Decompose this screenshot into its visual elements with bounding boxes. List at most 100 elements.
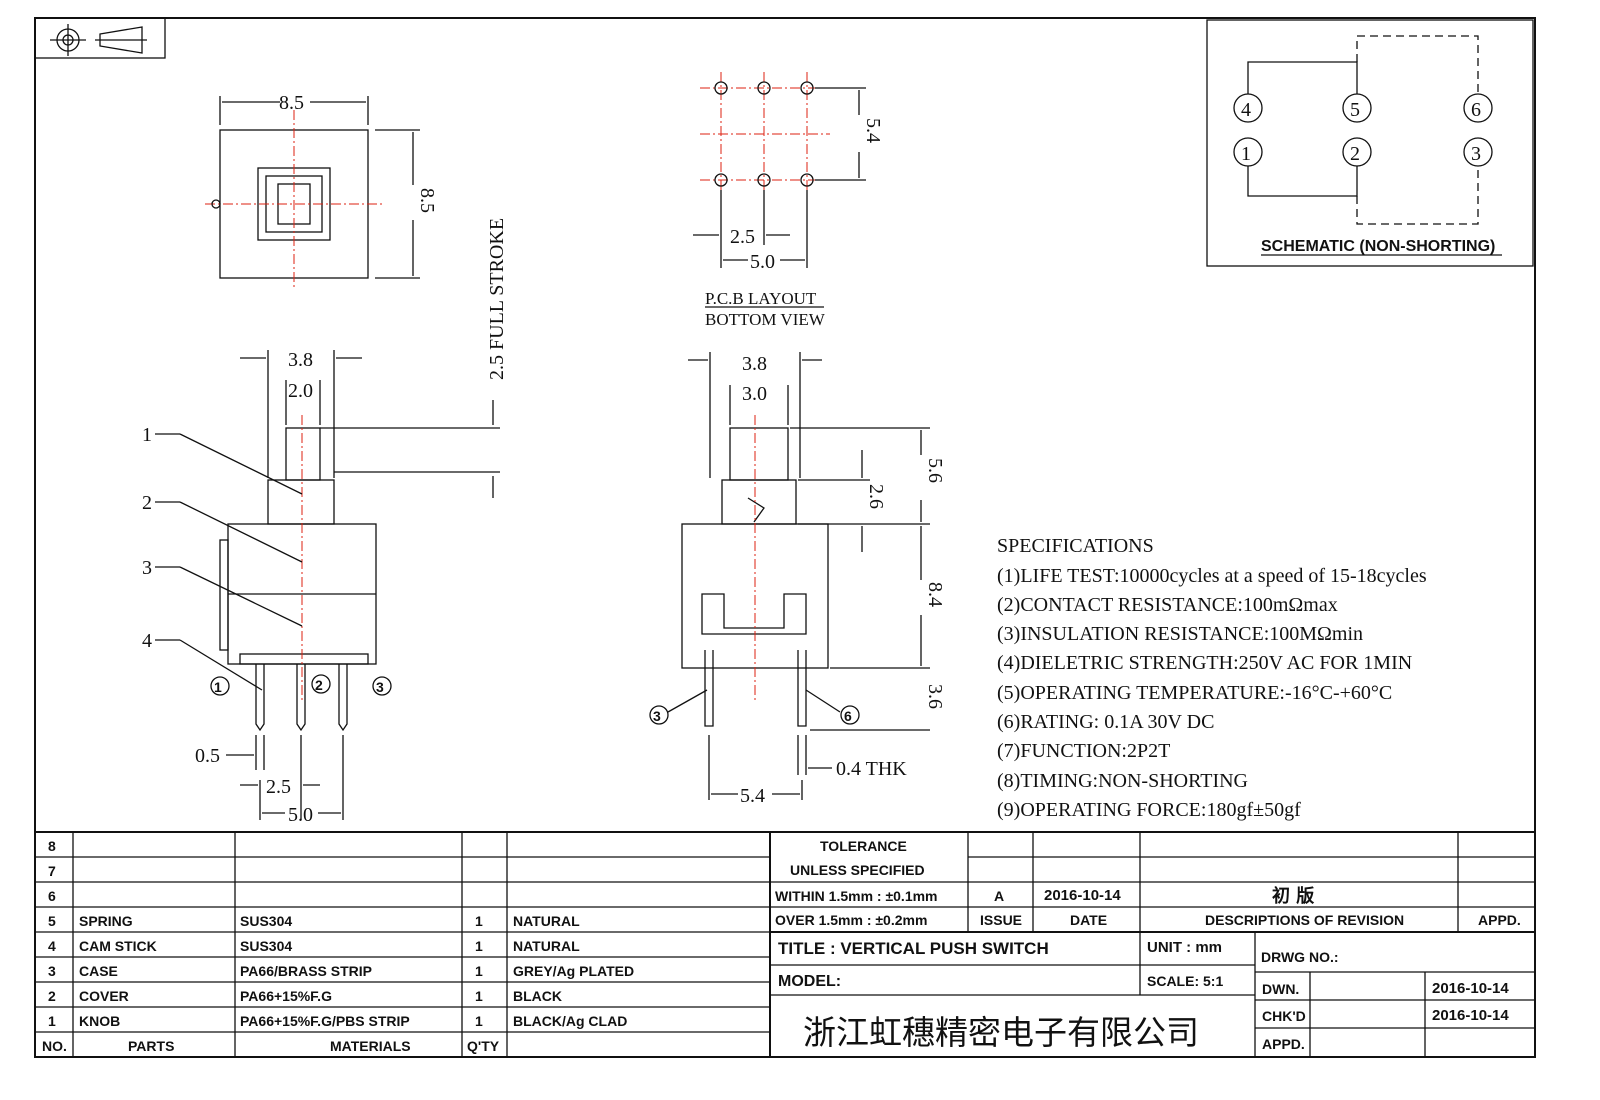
dim-front-0-4: 0.4 THK: [836, 758, 907, 780]
drawing-frame: [34, 17, 1536, 1058]
bom-header-part: PARTS: [128, 1038, 174, 1054]
issue-date: 2016-10-14: [1044, 887, 1121, 904]
top-view: 8.5 8.5: [205, 92, 438, 290]
spec-item: (4)DIELETRIC STRENGTH:250V AC FOR 1MIN: [997, 652, 1412, 674]
spec-item: (1)LIFE TEST:10000cycles at a speed of 1…: [997, 565, 1427, 587]
callout-3: 3: [142, 557, 152, 579]
pcb-layout: 5.4 2.5 5.0 P.C.B LAYOUT BOTTOM VIEW: [693, 72, 884, 329]
dim-front-5-6: 5.6: [924, 458, 946, 483]
scale: SCALE: 5:1: [1147, 973, 1223, 989]
bom-cell-no: 1: [48, 1013, 56, 1029]
chkd-label: CHK'D: [1262, 1008, 1306, 1024]
bom-cell-finish: NATURAL: [513, 938, 580, 954]
dim-pcb-2-5: 2.5: [730, 226, 755, 248]
spec-item: (2)CONTACT RESISTANCE:100mΩmax: [997, 594, 1338, 616]
bom-cell-no: 7: [48, 863, 56, 879]
unit: UNIT : mm: [1147, 939, 1222, 956]
pcb-label-2: BOTTOM VIEW: [705, 310, 826, 329]
dim-top-width: 8.5: [279, 92, 304, 114]
bom-header-no: NO.: [42, 1038, 67, 1054]
bom-cell-no: 4: [48, 938, 56, 954]
dim-pin-2-5: 2.5: [266, 776, 291, 798]
dim-pcb-5-4: 5.4: [862, 118, 884, 143]
spec-item: (7)FUNCTION:2P2T: [997, 740, 1170, 762]
bom-cell-no: 6: [48, 888, 56, 904]
dwn-date: 2016-10-14: [1432, 980, 1509, 997]
bom-cell-finish: GREY/Ag PLATED: [513, 963, 634, 979]
pin-label-2: 2: [315, 677, 323, 693]
bom-cell-material: PA66+15%F.G/PBS STRIP: [240, 1013, 410, 1029]
specifications: SPECIFICATIONS (1)LIFE TEST:10000cycles …: [997, 535, 1427, 821]
drwg-no: DRWG NO.:: [1261, 949, 1339, 965]
spec-item: (8)TIMING:NON-SHORTING: [997, 770, 1248, 792]
company-name: 浙江虹穗精密电子有限公司: [803, 1013, 1199, 1052]
bom-cell-qty: 1: [475, 938, 483, 954]
schematic-pin-1: 1: [1241, 143, 1251, 165]
dwn-label: DWN.: [1262, 981, 1299, 997]
dim-side-3-8: 3.8: [288, 349, 313, 371]
bom-cell-finish: BLACK: [513, 988, 562, 1004]
spec-item: (6)RATING: 0.1A 30V DC: [997, 711, 1214, 733]
bom-cell-no: 2: [48, 988, 56, 1004]
dim-front-2-6: 2.6: [865, 484, 887, 509]
model: MODEL:: [778, 973, 841, 990]
pin-label-front-3: 3: [653, 708, 661, 724]
dim-front-5-4: 5.4: [740, 785, 765, 807]
dim-front-3-0: 3.0: [742, 383, 767, 405]
appd-row-label: APPD.: [1262, 1036, 1305, 1052]
pcb-label-1: P.C.B LAYOUT: [705, 289, 817, 308]
bom-cell-qty: 1: [475, 1013, 483, 1029]
issue-value: A: [994, 888, 1004, 904]
schematic-pin-5: 5: [1350, 99, 1360, 121]
tolerance-within: WITHIN 1.5mm : ±0.1mm: [775, 888, 938, 904]
revision-description: 初 版: [1272, 885, 1314, 907]
pin-label-3: 3: [376, 679, 384, 695]
stroke-label: 2.5 FULL STROKE: [486, 218, 508, 380]
bom-cell-qty: 1: [475, 988, 483, 1004]
bom-cell-part: COVER: [79, 988, 129, 1004]
bom-cell-material: PA66+15%F.G: [240, 988, 332, 1004]
spec-item: (3)INSULATION RESISTANCE:100MΩmin: [997, 623, 1363, 645]
schematic: 4 5 6 1 2 3 SCHEMATIC (NON-SHORTING): [1206, 19, 1534, 267]
schematic-pin-3: 3: [1471, 143, 1481, 165]
dim-front-3-8: 3.8: [742, 353, 767, 375]
spec-item: (9)OPERATING FORCE:180gf±50gf: [997, 799, 1301, 821]
drawing-title: TITLE : VERTICAL PUSH SWITCH: [778, 939, 1049, 958]
bom-cell-part: SPRING: [79, 913, 133, 929]
bom-cell-no: 8: [48, 838, 56, 854]
spec-title: SPECIFICATIONS: [997, 535, 1154, 557]
bom-cell-material: SUS304: [240, 938, 292, 954]
bom-cell-part: KNOB: [79, 1013, 120, 1029]
dim-pin-0-5: 0.5: [195, 745, 220, 767]
projection-symbol-icon: [34, 17, 166, 59]
dim-side-2-0: 2.0: [288, 380, 313, 402]
schematic-pin-6: 6: [1471, 99, 1481, 121]
callout-2: 2: [142, 492, 152, 514]
spec-item: (5)OPERATING TEMPERATURE:-16°C-+60°C: [997, 682, 1392, 704]
chkd-date: 2016-10-14: [1432, 1007, 1509, 1024]
callout-1: 1: [142, 424, 152, 446]
bom-cell-no: 3: [48, 963, 56, 979]
schematic-pin-2: 2: [1350, 143, 1360, 165]
dim-pin-5-0: 5.0: [288, 804, 313, 826]
bom-cell-finish: BLACK/Ag CLAD: [513, 1013, 627, 1029]
date-label: DATE: [1070, 912, 1107, 928]
callout-4: 4: [142, 630, 152, 652]
pin-label-1: 1: [214, 679, 222, 695]
tolerance-subheading: UNLESS SPECIFIED: [790, 862, 925, 878]
bom-cell-qty: 1: [475, 963, 483, 979]
tolerance-heading: TOLERANCE: [820, 838, 907, 854]
bom-header-material: MATERIALS: [330, 1038, 411, 1054]
bom-cell-part: CAM STICK: [79, 938, 157, 954]
dim-pcb-5-0: 5.0: [750, 251, 775, 273]
title-block: TOLERANCE UNLESS SPECIFIED WITHIN 1.5mm …: [35, 831, 1535, 1057]
front-view: 3.8 3.0 5.6 2.6 8.4 3.6 0.4 THK 5.4 3 6: [649, 352, 946, 807]
tolerance-over: OVER 1.5mm : ±0.2mm: [775, 912, 927, 928]
schematic-title: SCHEMATIC (NON-SHORTING): [1261, 238, 1495, 255]
issue-label: ISSUE: [980, 912, 1022, 928]
dim-top-height: 8.5: [416, 188, 438, 213]
schematic-pin-4: 4: [1241, 99, 1251, 121]
bom-cell-no: 5: [48, 913, 56, 929]
